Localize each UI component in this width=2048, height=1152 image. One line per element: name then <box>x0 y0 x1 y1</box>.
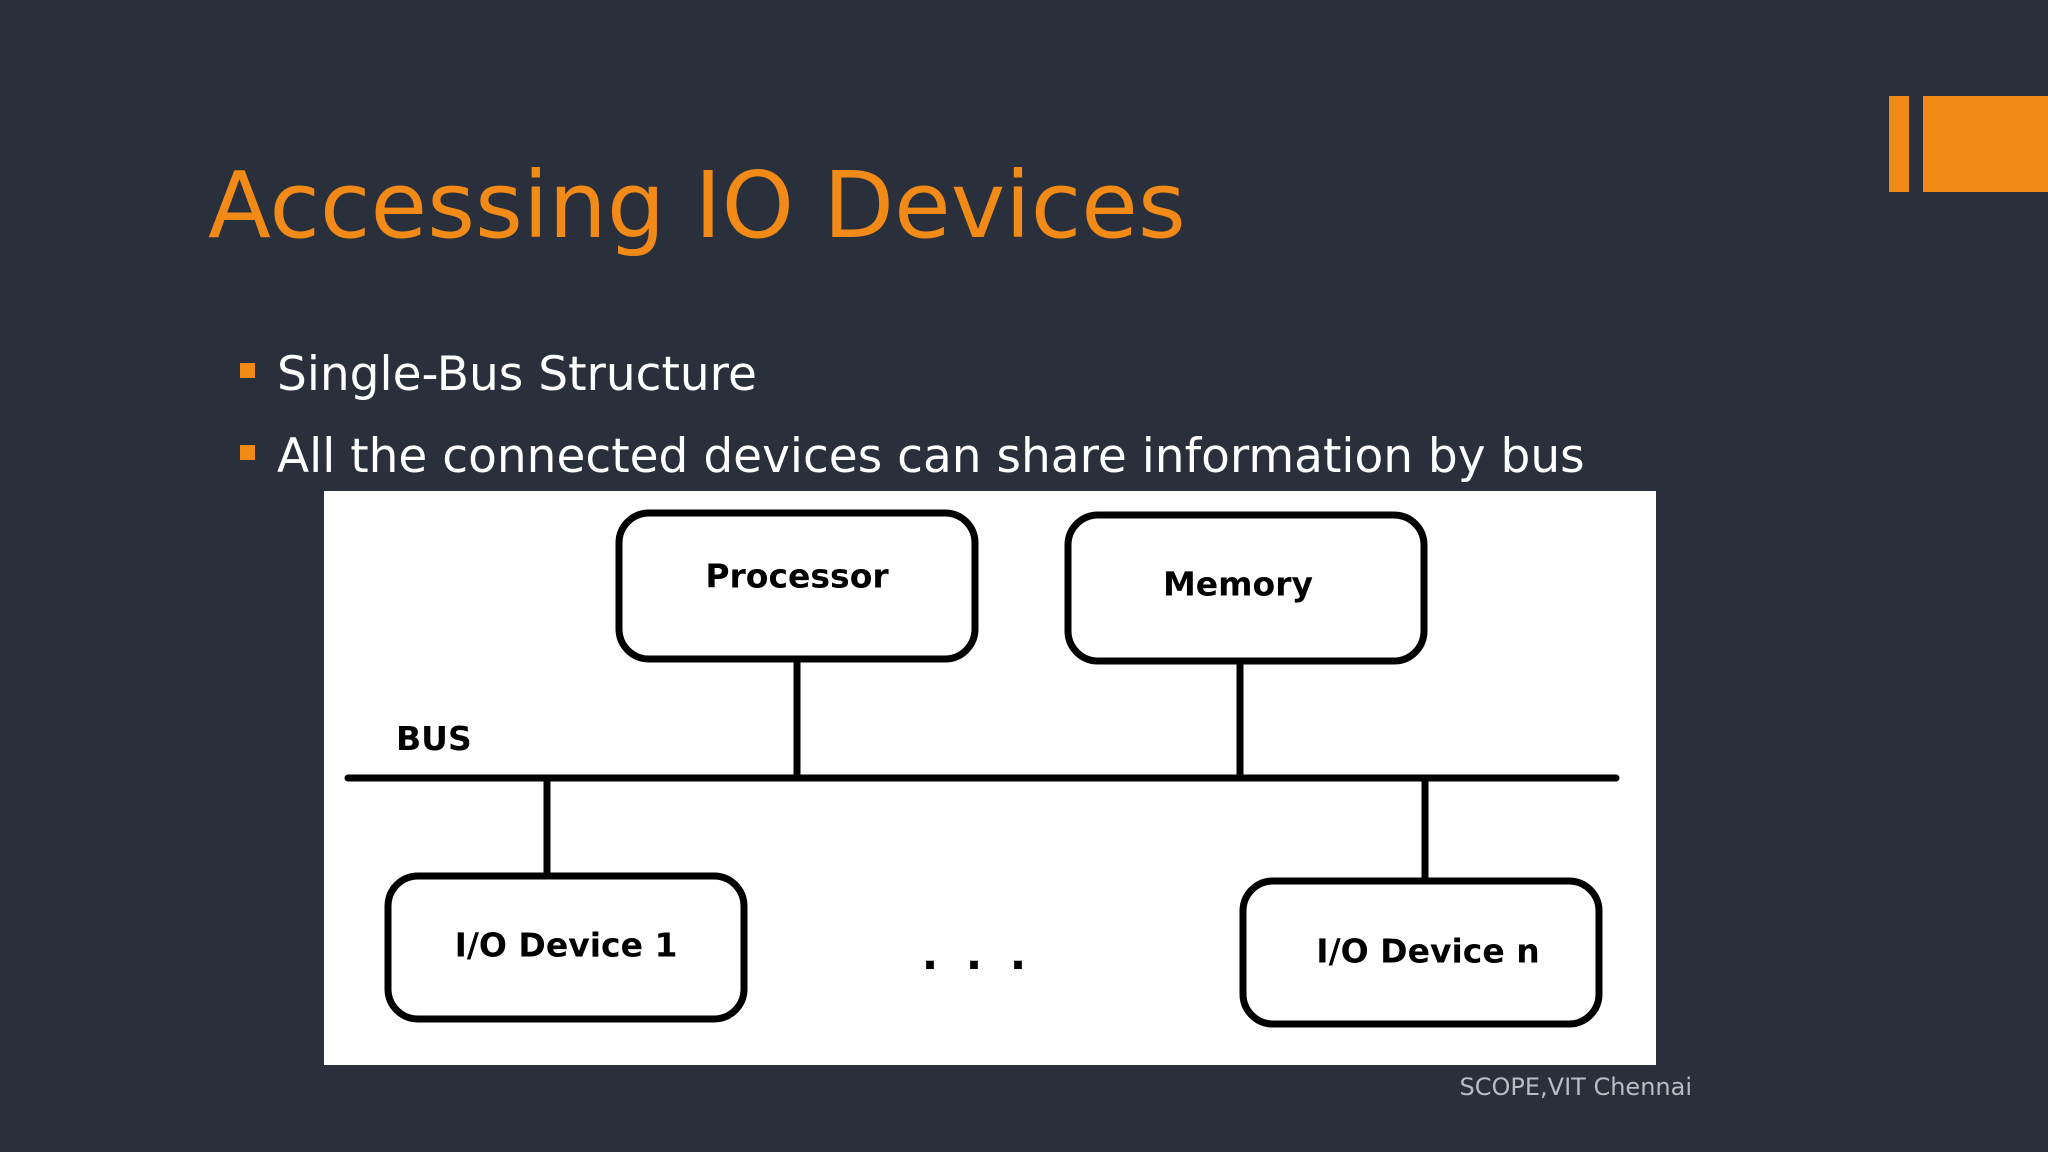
processor-node: Processor <box>615 509 979 663</box>
processor-label: Processor <box>705 557 889 596</box>
slide-title: Accessing IO Devices <box>208 152 1186 259</box>
accent-bar <box>1889 96 1909 192</box>
bus-label: BUS <box>396 719 472 758</box>
bullet-text: All the connected devices can share info… <box>277 428 1585 484</box>
io-device-n-label: I/O Device n <box>1316 932 1539 971</box>
memory-node: Memory <box>1064 511 1428 665</box>
ellipsis: . . . <box>922 929 1033 980</box>
square-bullet-icon <box>240 444 255 460</box>
footer-text: SCOPE,VIT Chennai <box>1459 1073 1692 1101</box>
io-device-n-node: I/O Device n <box>1239 877 1603 1028</box>
bullet-list: Single-Bus Structure All the connected d… <box>240 333 1585 497</box>
bullet-text: Single-Bus Structure <box>277 346 757 402</box>
bullet-item: All the connected devices can share info… <box>240 415 1585 497</box>
square-bullet-icon <box>240 362 255 378</box>
io-device-1-label: I/O Device 1 <box>455 926 678 965</box>
single-bus-diagram: BUS Processor Memory I/O Device 1 <box>324 491 1656 1065</box>
io-device-1-node: I/O Device 1 <box>384 872 748 1023</box>
bullet-item: Single-Bus Structure <box>240 333 1585 415</box>
accent-block <box>1923 96 2048 192</box>
memory-label: Memory <box>1163 565 1313 604</box>
